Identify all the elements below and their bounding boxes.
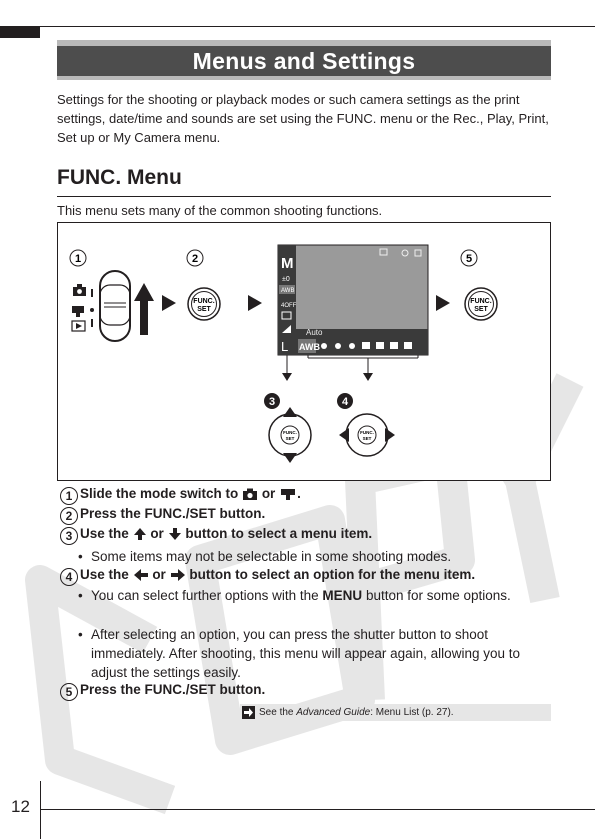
svg-text:4OFF: 4OFF (281, 303, 297, 309)
bottom-rule (40, 809, 595, 810)
down-arrow-icon (168, 528, 181, 540)
slide-up-arrow-icon (134, 283, 154, 335)
top-tab (0, 27, 40, 38)
svg-text:AWB: AWB (299, 342, 320, 352)
svg-text:Auto: Auto (306, 328, 323, 337)
lcd-screen: M ±0 AWB 4OFF L Auto AWB (277, 244, 429, 356)
func-set-button-icon: FUNC. SET (187, 287, 221, 321)
next-arrow-icon (248, 295, 262, 311)
playback-icon (71, 320, 86, 332)
callout-2: 2 (186, 249, 204, 267)
svg-text:FUNC.: FUNC. (193, 298, 214, 305)
svg-text:SET: SET (363, 436, 372, 441)
step-4-bullet-menu: •You can select further options with the… (78, 588, 511, 603)
procedure-figure: 1 2 5 3 4 (57, 222, 551, 481)
movie-icon (72, 306, 84, 317)
callout-1-label: 1 (75, 253, 81, 265)
callout-2-label: 2 (192, 253, 198, 265)
svg-text:AWB: AWB (281, 288, 294, 294)
next-arrow-icon (436, 295, 450, 311)
svg-text:SET: SET (474, 306, 488, 313)
callout-4: 4 (337, 393, 353, 409)
left-arrow-icon (133, 569, 148, 581)
svg-text:L: L (281, 339, 288, 354)
callout-1: 1 (69, 249, 87, 267)
section-description: This menu sets many of the common shooti… (57, 203, 383, 218)
func-set-button-icon: FUNC. SET (464, 287, 498, 321)
up-arrow-icon (133, 528, 146, 540)
callout-5: 5 (460, 249, 478, 267)
svg-text:FUNC.: FUNC. (470, 298, 491, 305)
right-arrow-icon (170, 569, 185, 581)
callout-3-label: 3 (269, 396, 275, 408)
svg-text:SET: SET (197, 306, 211, 313)
control-dial-up-down-icon: FUNC. SET (268, 407, 312, 463)
side-rule (40, 781, 41, 839)
control-dial-left-right-icon: FUNC. SET (339, 413, 395, 457)
svg-text:SET: SET (286, 436, 295, 441)
svg-text:FUNC.: FUNC. (283, 430, 297, 435)
svg-text:FUNC.: FUNC. (360, 430, 374, 435)
callout-3: 3 (264, 393, 280, 409)
see-reference: See the Advanced Guide: Menu List (p. 27… (240, 704, 551, 721)
section-rule (57, 196, 551, 197)
menu-button-label: MENU (322, 588, 363, 603)
next-arrow-icon (162, 295, 176, 311)
camera-icon (243, 488, 258, 500)
callout-5-label: 5 (466, 253, 472, 265)
top-rule (0, 26, 595, 27)
mode-switch (71, 270, 154, 342)
movie-icon (281, 489, 296, 500)
step-4-bullet-shutter: •After selecting an option, you can pres… (78, 627, 520, 680)
step-3-bullet: •Some items may not be selectable in som… (78, 549, 452, 564)
intro-paragraph: Settings for the shooting or playback mo… (57, 92, 549, 145)
page-number: 12 (11, 797, 30, 816)
section-title: FUNC. Menu (57, 166, 182, 189)
reference-arrow-icon (242, 706, 255, 719)
svg-text:±0: ±0 (282, 276, 290, 283)
callout-4-label: 4 (342, 396, 349, 408)
title-bar: Menus and Settings (57, 40, 551, 80)
svg-text:M: M (281, 255, 294, 272)
page-title: Menus and Settings (57, 46, 551, 76)
